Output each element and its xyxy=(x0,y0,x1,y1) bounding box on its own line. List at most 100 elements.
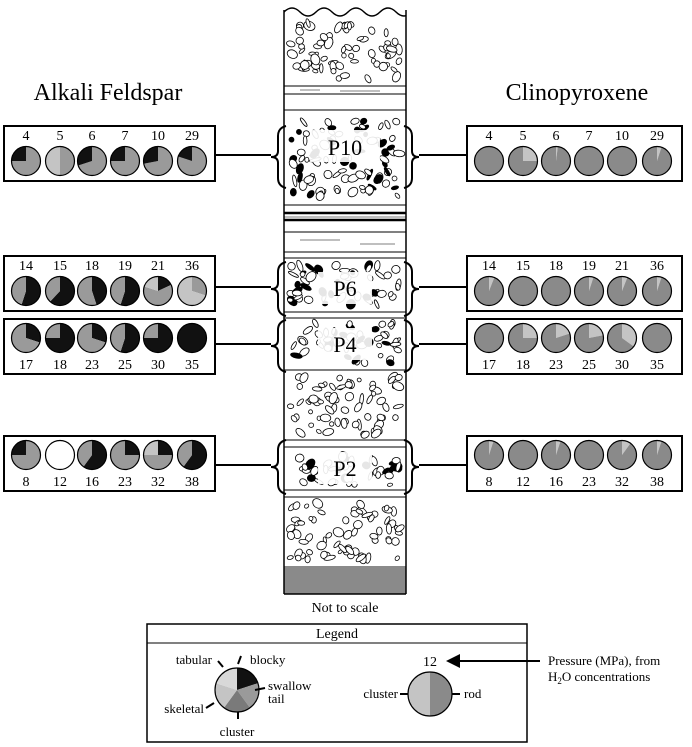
pie-slice-cpx_cluster xyxy=(622,276,628,291)
legend-pressure-example: 12 xyxy=(423,655,437,670)
cpx-pressure-label: 15 xyxy=(516,259,530,274)
feldspar-pressure-label: 29 xyxy=(185,129,199,144)
cpx-pie xyxy=(507,145,539,177)
cpx-pie xyxy=(606,322,638,354)
pie-slice-cpx_cluster xyxy=(523,146,538,161)
legend-cpx-label-cluster: cluster xyxy=(363,686,398,701)
pie-slice-cluster xyxy=(214,683,237,708)
pie-slice-cpx_rod xyxy=(607,276,637,306)
cpx-pressure-label: 23 xyxy=(582,475,596,490)
pie-slice-cpx_rod xyxy=(541,146,571,176)
pie-slice-cpx_rod xyxy=(607,146,637,176)
cpx-pie xyxy=(473,322,505,354)
pie-slice-cpx_rod xyxy=(541,323,571,353)
pie-slice-swallowtail xyxy=(77,323,106,353)
cpx-pie xyxy=(606,275,638,307)
cpx-pressure-label: 30 xyxy=(615,358,629,373)
feldspar-pie xyxy=(44,275,76,307)
feldspar-pressure-label: 19 xyxy=(118,259,132,274)
pie-slice-blocky xyxy=(158,276,172,291)
pie-slice-swallowtail xyxy=(45,323,60,338)
column-base xyxy=(284,566,406,594)
pie-slice-swallowtail xyxy=(143,455,173,470)
sample-label-p2: P2 xyxy=(333,456,356,481)
legend: Legend tabular blocky swallow tail skele… xyxy=(146,623,528,743)
feldspar-pressure-label: 35 xyxy=(185,358,199,373)
cpx-pressure-label: 12 xyxy=(516,475,530,490)
feldspar-pie xyxy=(10,275,42,307)
feldspar-pie xyxy=(109,439,141,471)
sample-labels: P10 P6 P4 P2 xyxy=(310,130,380,484)
pie-slice-cpx_cluster xyxy=(657,276,662,291)
feldspar-pressure-label: 21 xyxy=(151,259,165,274)
feldspar-pressure-label: 8 xyxy=(23,475,30,490)
pie-slice-swallowtail xyxy=(77,276,97,306)
pie-slice-blocky xyxy=(183,440,207,470)
feldspar-pressure-label: 17 xyxy=(19,358,33,373)
pie-slice-cpx_rod xyxy=(574,146,604,176)
feldspar-pressure-label: 5 xyxy=(57,129,64,144)
cpx-pressure-label: 25 xyxy=(582,358,596,373)
pressure-note-line1: Pressure (MPa), from xyxy=(548,653,660,668)
cpx-pie xyxy=(473,439,505,471)
cpx-pressure-label: 5 xyxy=(520,129,527,144)
pie-slice-swallowtail xyxy=(192,276,207,296)
feldspar-pie xyxy=(44,145,76,177)
feldspar-pie xyxy=(10,145,42,177)
pie-slice-blocky xyxy=(21,276,41,306)
pie-slice-swallowtail xyxy=(237,683,260,708)
cpx-pressure-label: 14 xyxy=(482,259,496,274)
pie-slice-swallowtail xyxy=(11,276,26,305)
pie-slice-blocky xyxy=(83,440,107,470)
pie-slice-cpx_rod xyxy=(508,276,538,306)
feldspar-pie xyxy=(76,322,108,354)
pie-slice-cluster xyxy=(177,276,206,306)
title-alkali-feldspar: Alkali Feldspar xyxy=(34,80,183,106)
feldspar-pressure-label: 7 xyxy=(122,129,129,144)
pie-slice-swallowtail xyxy=(110,440,140,470)
not-to-scale-note: Not to scale xyxy=(312,601,379,616)
feldspar-pie xyxy=(109,275,141,307)
pie-slice-cpx_cluster xyxy=(556,440,561,455)
cpx-pressure-label: 8 xyxy=(486,475,493,490)
pressure-note-line2: H2O concentrations xyxy=(548,669,650,686)
pie-slice-cpx_rod xyxy=(642,146,672,176)
legend-title: Legend xyxy=(316,627,358,642)
cpx-pie xyxy=(473,275,505,307)
pie-slice-tabular xyxy=(216,668,237,690)
cpx-pressure-label: 36 xyxy=(650,259,664,274)
feldspar-pie xyxy=(176,145,208,177)
feldspar-pie xyxy=(109,322,141,354)
pie-slice-blocky xyxy=(11,146,26,161)
pie-slice-blocky xyxy=(120,323,140,353)
pie-slice-blocky xyxy=(177,323,207,353)
feldspar-pressure-label: 16 xyxy=(85,475,99,490)
fine-layers xyxy=(284,85,406,498)
feldspar-pie xyxy=(76,439,108,471)
cpx-pie xyxy=(641,145,673,177)
cpx-pie xyxy=(540,322,572,354)
cpx-pie xyxy=(641,275,673,307)
pie-slice-cpx_rod xyxy=(541,276,571,306)
pie-slice-blocky xyxy=(237,668,258,690)
feldspar-pie xyxy=(176,275,208,307)
feldspar-pressure-label: 18 xyxy=(85,259,99,274)
pie-slice-cpx_cluster xyxy=(622,440,631,455)
pie-slice-blocky xyxy=(125,440,140,455)
pie-slice-cpx_rod xyxy=(574,276,604,306)
feldspar-pressure-label: 6 xyxy=(89,129,96,144)
cpx-pressure-label: 16 xyxy=(549,475,563,490)
cpx-pressure-label: 17 xyxy=(482,358,496,373)
cpx-pie xyxy=(606,439,638,471)
pie-slice-cpx_cluster xyxy=(489,276,495,291)
pie-slice-cpx_rod xyxy=(508,440,538,470)
legend-cpx-pie xyxy=(407,671,453,717)
pie-slice-swallowtail xyxy=(110,276,125,305)
sample-label-p6: P6 xyxy=(333,276,356,301)
pie-slice-cpx_cluster xyxy=(657,440,662,455)
cpx-pie xyxy=(507,322,539,354)
title-clinopyroxene: Clinopyroxene xyxy=(506,80,649,106)
cpx-pressure-label: 32 xyxy=(615,475,629,490)
